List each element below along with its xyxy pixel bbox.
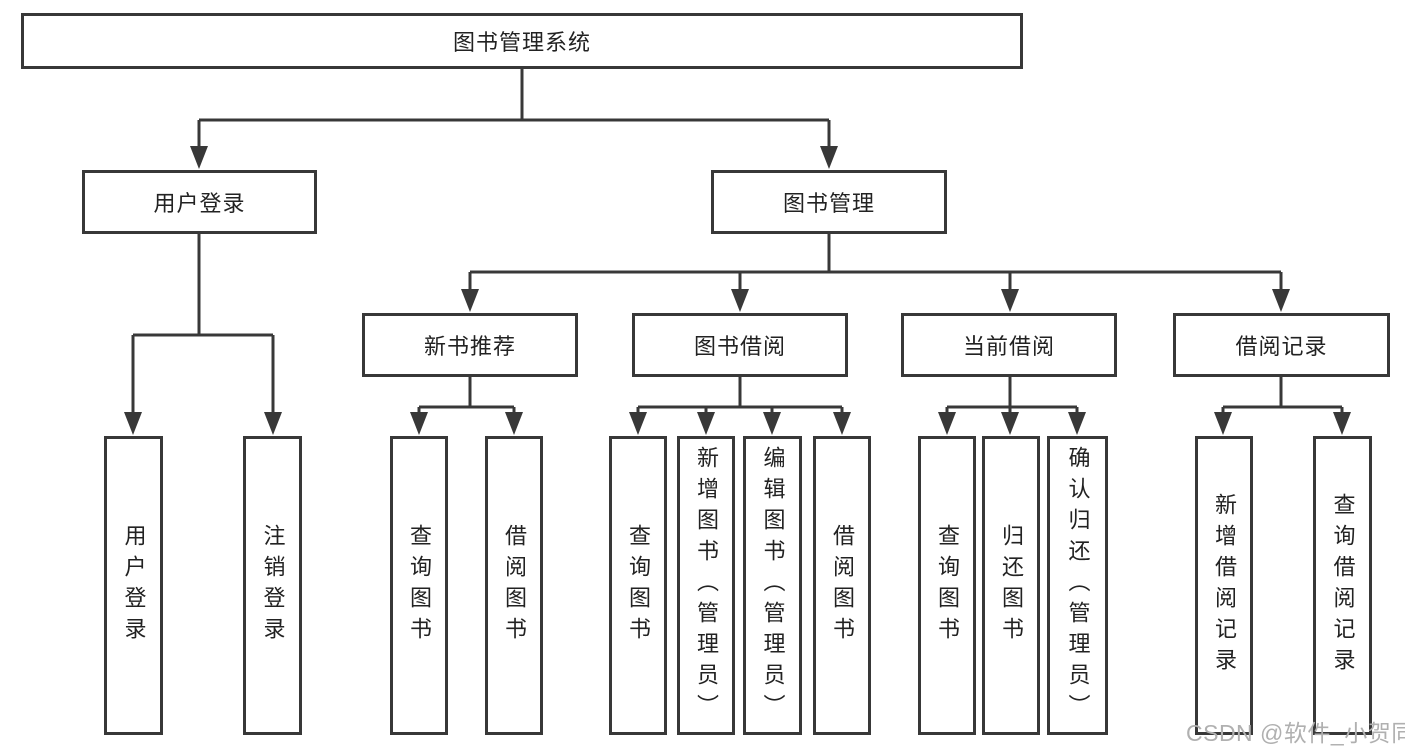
arrowhead [264,412,282,435]
arrowhead [1068,412,1086,435]
arrowhead [731,289,749,312]
connector-current-borrow-to-leaves [938,377,1086,435]
leaf-borrow-books-recommend: 借阅图书 [485,436,543,735]
arrowhead [124,412,142,435]
node-label: 查询图书 [626,523,651,648]
connector-book-management-to-level3 [461,233,1290,312]
arrowhead [190,146,208,169]
arrowhead [1272,289,1290,312]
node-label: 用户登录 [121,523,147,648]
arrowhead [1214,412,1232,435]
node-label: 当前借阅 [962,334,1055,359]
leaf-add-book-admin: 新增图书（管理员） [677,436,735,735]
node-new-book-recommend: 新书推荐 [362,313,578,377]
arrowhead [763,412,781,435]
node-label: 查询图书 [935,523,960,648]
arrowhead [629,412,647,435]
leaf-borrow-books: 借阅图书 [813,436,871,735]
arrowhead [505,412,523,435]
node-label: 归还图书 [999,523,1024,648]
node-current-borrow: 当前借阅 [901,313,1117,377]
leaf-return-book: 归还图书 [982,436,1040,735]
node-book-management: 图书管理 [711,170,947,234]
node-label: 注销登录 [260,523,286,648]
arrowhead [1333,412,1351,435]
leaf-confirm-return-admin: 确认归还（管理员） [1047,436,1108,735]
arrowhead [938,412,956,435]
connector-user-login-to-leaves [124,233,282,435]
node-label: 图书借阅 [693,334,786,359]
arrowhead [833,412,851,435]
leaf-logout: 注销登录 [243,436,302,735]
node-label: 图书管理系统 [452,30,591,55]
connector-borrow-records-to-leaves [1214,377,1351,435]
node-borrow-records: 借阅记录 [1173,313,1390,377]
leaf-query-books-borrow: 查询图书 [609,436,667,735]
node-label: 图书管理 [782,191,875,216]
connector-new-book-to-leaves [410,377,523,435]
node-label: 用户登录 [153,191,246,216]
node-label: 查询图书 [407,523,432,648]
leaf-user-login: 用户登录 [104,436,163,735]
leaf-edit-book-admin: 编辑图书（管理员） [743,436,802,735]
node-label: 确认归还（管理员） [1065,446,1091,725]
arrowhead [461,289,479,312]
arrowhead [410,412,428,435]
arrowhead [820,146,838,169]
node-user-login: 用户登录 [82,170,317,234]
leaf-query-borrow-record: 查询借阅记录 [1313,436,1372,735]
connector-root-to-level2 [190,69,838,169]
leaf-query-books-recommend: 查询图书 [390,436,448,735]
node-label: 新增图书（管理员） [694,446,719,725]
connector-book-borrow-to-leaves [629,377,851,435]
node-label: 新增借阅记录 [1212,492,1237,679]
node-label: 借阅图书 [830,523,855,648]
leaf-query-books-current: 查询图书 [918,436,976,735]
arrowhead [1001,289,1019,312]
leaf-add-borrow-record: 新增借阅记录 [1195,436,1253,735]
node-label: 编辑图书（管理员） [760,446,786,725]
node-book-borrow: 图书借阅 [632,313,848,377]
arrowhead [1001,412,1019,435]
node-label: 借阅图书 [502,523,527,648]
arrowhead [697,412,715,435]
node-root-library-system: 图书管理系统 [21,13,1023,69]
node-label: 新书推荐 [423,334,516,359]
watermark-text: CSDN @软件_小贺同学 [1186,720,1405,746]
node-label: 查询借阅记录 [1330,492,1356,679]
node-label: 借阅记录 [1235,334,1328,359]
